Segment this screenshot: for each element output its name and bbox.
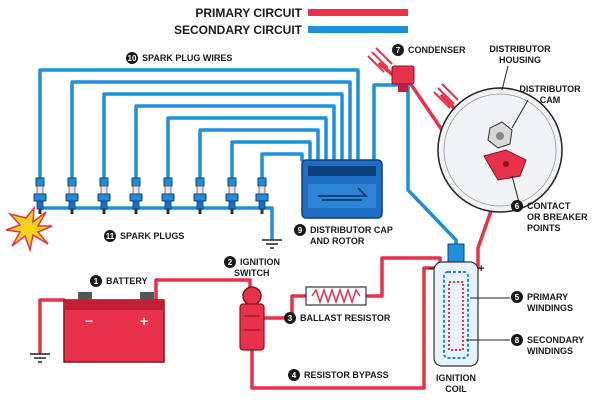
spark-plug-icon (97, 177, 111, 214)
spark-plug-wires-label: SPARK PLUG WIRES (142, 53, 232, 63)
contact-points-label-1: CONTACT (527, 201, 571, 211)
ignition-switch (239, 286, 265, 351)
badge-8-num: 8 (515, 336, 520, 345)
primary-windings-label-2: WINDINGS (527, 303, 573, 313)
distributor-housing-label-1: DISTRIBUTOR (489, 44, 551, 54)
spark-plug-icon (225, 177, 239, 214)
badge-2 (224, 256, 236, 268)
badge-7 (392, 44, 404, 56)
leader-lines (466, 65, 529, 341)
spark-plug-icon (65, 177, 79, 214)
contact-points-label-3: POINTS (527, 223, 561, 233)
badge-3 (284, 312, 296, 324)
distributor-cam-label-2: CAM (540, 95, 561, 105)
badge-4-num: 4 (292, 371, 297, 380)
distributor-cap-label-2: AND ROTOR (310, 236, 365, 246)
spark-burst-icon (5, 205, 53, 253)
battery: − + (63, 292, 165, 363)
badge-9-num: 9 (298, 226, 303, 235)
badge-10-num: 10 (128, 54, 137, 63)
badge-5 (511, 291, 523, 303)
ballast-resistor (305, 286, 367, 306)
distributor-housing (437, 87, 563, 213)
ignition-switch-label-1: IGNITION (240, 257, 280, 267)
secondary-windings-label-2: WINDINGS (527, 346, 573, 356)
ignition-coil-label-1: IGNITION (436, 373, 476, 383)
legend: PRIMARY CIRCUIT SECONDARY CIRCUIT (174, 6, 408, 37)
distributor-cam-label-1: DISTRIBUTOR (519, 84, 581, 94)
spark-plug-wires (38, 68, 458, 252)
battery-ground-icon (30, 353, 50, 363)
ignition-coil: − + (428, 243, 484, 367)
labels: 10 SPARK PLUG WIRES 7 CONDENSER DISTRIBU… (90, 44, 588, 394)
condenser-label: CONDENSER (408, 45, 466, 55)
coil-plus-symbol: + (478, 263, 484, 275)
badge-1 (90, 275, 102, 287)
legend-primary-label: PRIMARY CIRCUIT (195, 6, 302, 20)
badge-11-num: 11 (106, 232, 115, 241)
ignition-switch-label-2: SWITCH (234, 268, 270, 278)
condenser-ground-icon (367, 47, 393, 73)
spark-plug-icon (129, 177, 143, 214)
distributor-ground-icon (433, 83, 459, 109)
legend-primary-swatch (308, 9, 408, 16)
contact-points-label-2: OR BREAKER (527, 212, 588, 222)
spark-plugs-label: SPARK PLUGS (120, 231, 184, 241)
spark-plug-icon (255, 177, 269, 214)
legend-secondary-label: SECONDARY CIRCUIT (174, 23, 303, 37)
battery-minus-symbol: − (85, 313, 93, 329)
spark-plug-icon (161, 177, 175, 214)
badge-9 (294, 224, 306, 236)
badge-2-num: 2 (228, 258, 233, 267)
legend-secondary-swatch (308, 26, 408, 33)
badge-5-num: 5 (515, 293, 520, 302)
badge-8 (511, 334, 523, 346)
resistor-bypass-label: RESISTOR BYPASS (304, 370, 389, 380)
spark-plug-icon (33, 177, 47, 214)
battery-plus-symbol: + (140, 313, 148, 329)
condenser (391, 65, 415, 92)
coil-minus-symbol: − (428, 263, 434, 275)
spark-plug-icon (193, 177, 207, 214)
ground-symbol-icon (262, 239, 282, 249)
primary-windings-label-1: PRIMARY (527, 292, 568, 302)
badge-3-num: 3 (288, 314, 293, 323)
badge-1-num: 1 (94, 277, 99, 286)
badge-7-num: 7 (396, 46, 401, 55)
distributor-cap-label-1: DISTRIBUTOR CAP (310, 225, 393, 235)
distributor-housing-label-2: HOUSING (499, 55, 541, 65)
badge-6 (511, 200, 523, 212)
badge-11 (104, 230, 116, 242)
ignition-coil-label-2: COIL (445, 384, 467, 394)
badge-4 (288, 369, 300, 381)
ballast-resistor-label: BALLAST RESISTOR (300, 313, 391, 323)
battery-label: BATTERY (106, 276, 148, 286)
badge-10 (126, 52, 138, 64)
spark-plugs (33, 177, 269, 214)
secondary-windings-label-1: SECONDARY (527, 335, 584, 345)
distributor-cap (301, 159, 383, 219)
badge-6-num: 6 (515, 202, 520, 211)
